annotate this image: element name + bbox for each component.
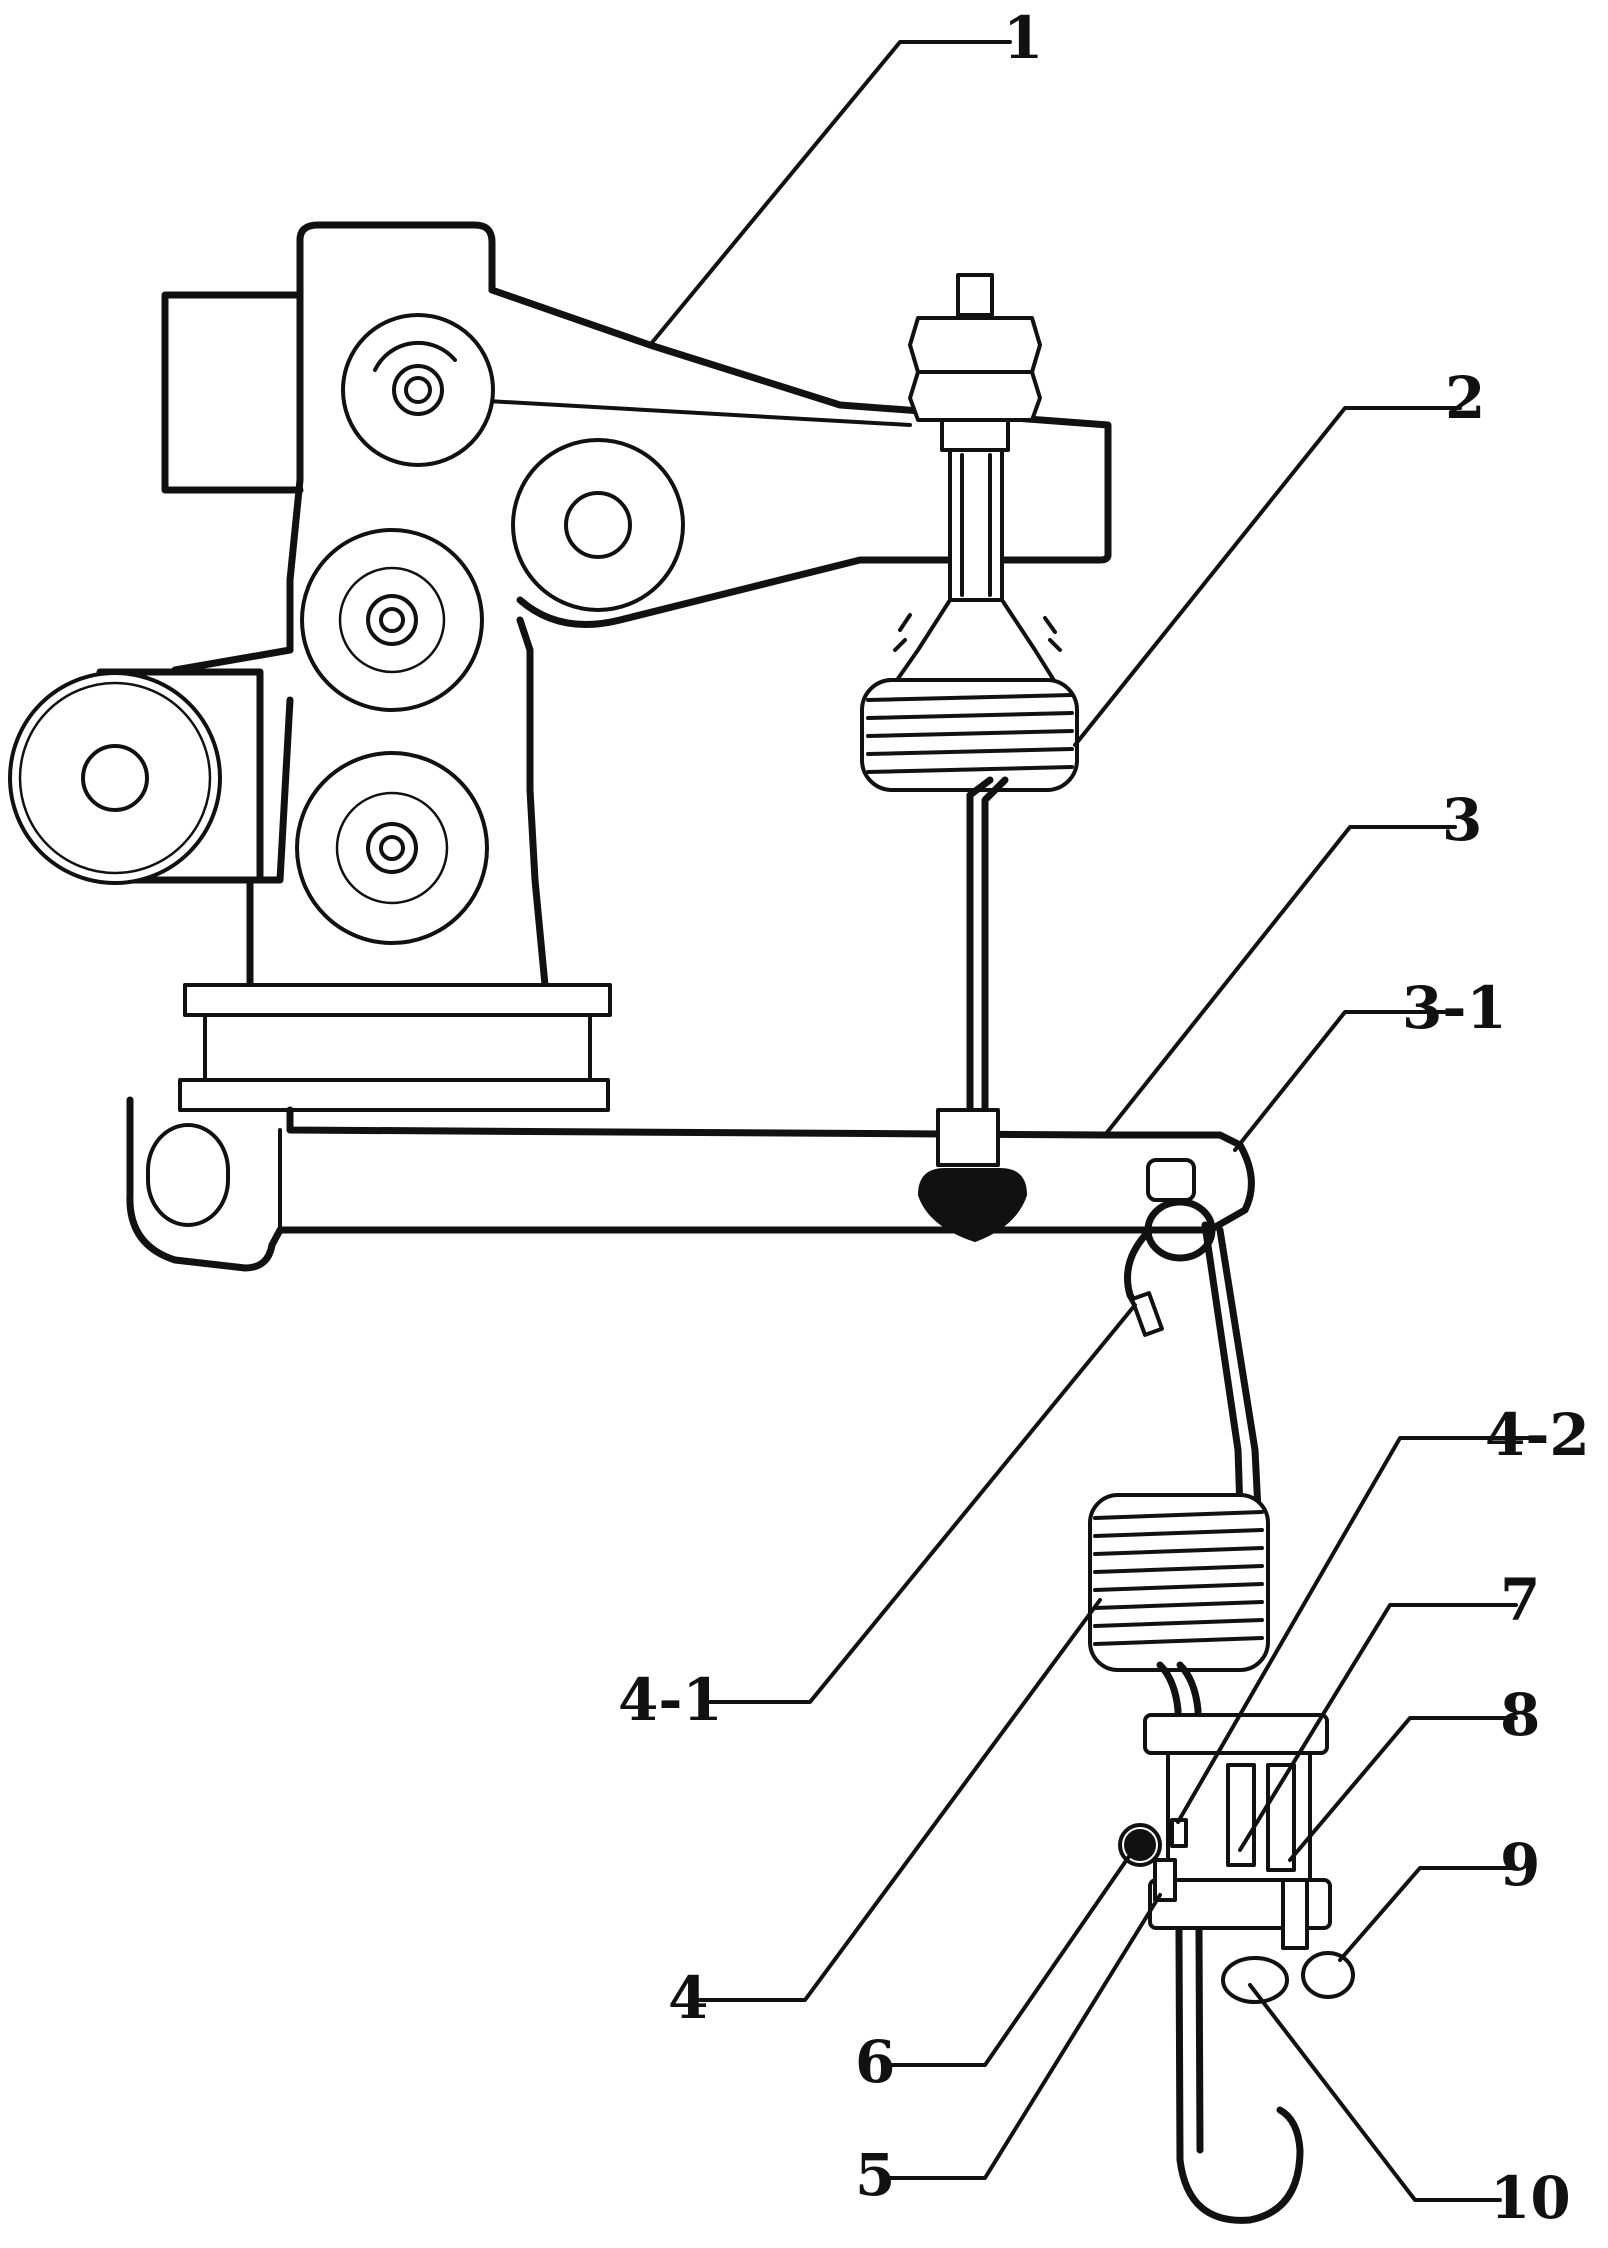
leader-9 [1340,1868,1516,1960]
label-4-1: 4-1 [618,1666,723,1734]
loop-10 [1223,1958,1287,2002]
roller-lower-hub [368,824,416,872]
lower-clamp-block [1120,1715,1353,2002]
label-4-2: 4-2 [1485,1401,1590,1469]
label-6: 6 [855,2028,895,2096]
base-plate-top [185,985,610,1015]
leader-10 [1250,1985,1500,2200]
left-block [165,295,300,490]
roller-top-hub [394,366,442,414]
lever-outline [130,1100,1252,1268]
part-labels: 1 2 3 3-1 4-1 4-2 4 5 6 7 8 9 10 [618,4,1590,2232]
side-roller-hub [83,746,147,810]
housing-left-upper [290,240,300,650]
housing-left-lower [250,700,290,985]
label-1: 1 [1003,4,1043,72]
pin-10 [1283,1880,1307,1948]
leader-4 [700,1600,1100,2000]
housing-right-lower [520,620,545,985]
leader-4-1 [710,1305,1135,1702]
catch-4-2 [1172,1820,1186,1846]
part-4-lower-spring [1090,1202,1300,2220]
bolt-head [958,275,992,315]
part-3-lever-arm [130,1100,1252,1268]
nut-lower [910,372,1040,420]
housing-step [175,650,290,670]
label-5: 5 [855,2141,895,2209]
leader-5 [890,1895,1160,2178]
label-4: 4 [668,1964,708,2032]
part-2-upper-spring [862,275,1077,1130]
label-9: 9 [1500,1831,1540,1899]
spring-cap [890,600,1060,690]
leader-6 [890,1855,1130,2065]
base-block [205,1015,590,1080]
hook-tip-4-1 [1132,1293,1162,1335]
bracket-5 [1155,1860,1175,1900]
label-3-1: 3-1 [1402,974,1507,1042]
hook-slot-3-1 [1148,1160,1194,1200]
roller-middle-hub [368,596,416,644]
roller-pivot-hub [566,493,630,557]
label-2: 2 [1445,364,1485,432]
washer [942,420,1008,450]
label-10: 10 [1490,2164,1571,2232]
label-7: 7 [1500,1566,1540,1634]
label-3: 3 [1442,786,1482,854]
bolt-shank [950,450,1002,600]
spring-rod-right [985,780,1005,1130]
rod-clamp [938,1110,998,1165]
lever-pivot [148,1125,228,1225]
nut-upper [910,318,1040,372]
leader-2 [1075,408,1460,745]
base-plate-bottom [180,1080,608,1110]
leader-lines [650,42,1540,2200]
label-8: 8 [1500,1681,1540,1749]
housing-top [300,225,492,290]
loop-9 [1303,1953,1353,1997]
